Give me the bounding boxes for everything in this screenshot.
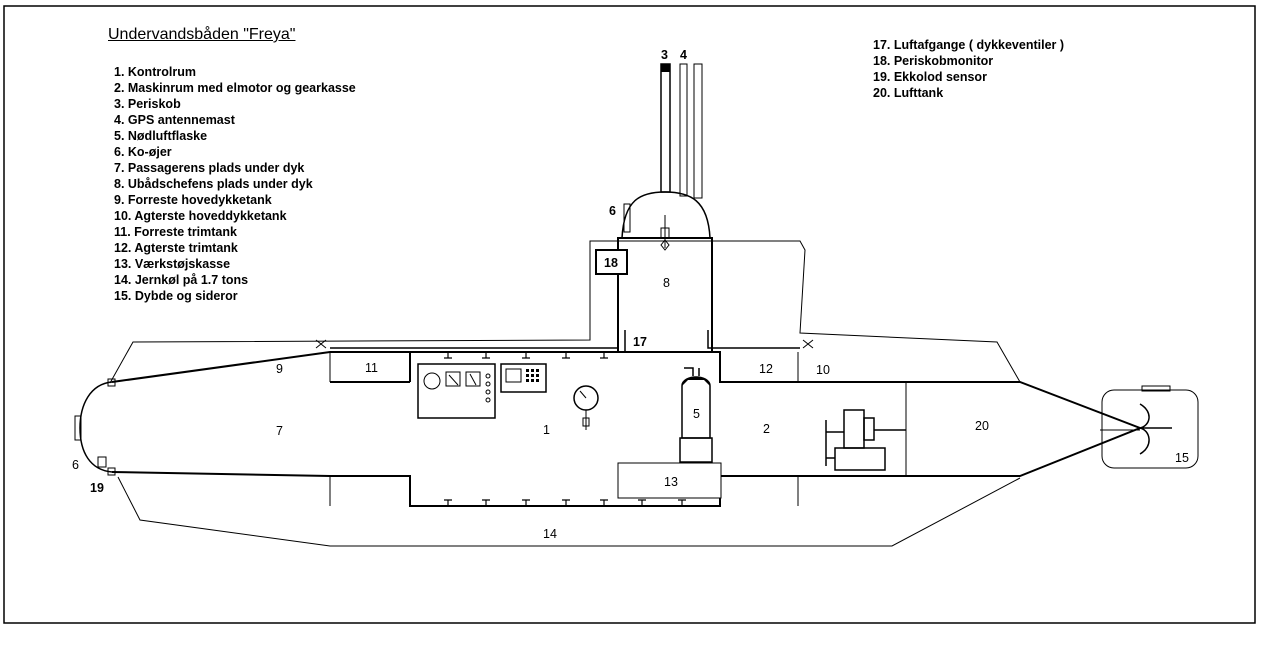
legend-item: 4. GPS antennemast [114, 113, 235, 127]
legend-item: 3. Periskob [114, 97, 181, 111]
label-6-tower: 6 [609, 204, 616, 218]
frame-ticks [444, 352, 686, 506]
label-6-bow: 6 [72, 458, 79, 472]
legend-item: 1. Kontrolrum [114, 65, 196, 79]
bow-fitting-top [107, 378, 116, 387]
keypad [526, 369, 539, 382]
gps-mast [679, 63, 688, 197]
air-outlet-left [330, 330, 626, 352]
hatch-handle [660, 227, 670, 239]
rudder [1101, 389, 1199, 469]
label-9: 9 [276, 362, 283, 376]
air-bottle-valve [684, 367, 700, 376]
legend-item: 18. Periskobmonitor [873, 54, 994, 68]
label-11: 11 [365, 361, 378, 375]
label-2: 2 [763, 422, 770, 436]
sonar-display [500, 363, 547, 393]
toolbox [617, 462, 722, 499]
periscope-monitor [595, 249, 628, 275]
label-20: 20 [975, 419, 989, 433]
label-14: 14 [543, 527, 557, 541]
legend-item: 8. Ubådschefens plads under dyk [114, 177, 313, 191]
legend-item: 9. Forreste hovedykketank [114, 193, 272, 207]
gps-mast-2 [693, 63, 703, 199]
label-5: 5 [693, 407, 700, 421]
meter-1 [445, 371, 461, 387]
air-outlet-right [707, 330, 800, 349]
label-8: 8 [663, 276, 670, 290]
legend-item: 20. Lufttank [873, 86, 944, 100]
legend-item: 15. Dybde og sideror [114, 289, 238, 303]
label-7: 7 [276, 424, 283, 438]
outer-border [3, 5, 1256, 624]
label-3: 3 [661, 48, 668, 62]
label-19: 19 [90, 481, 104, 495]
echo-sensor [97, 456, 107, 468]
legend-item: 12. Agterste trimtank [114, 241, 238, 255]
diagram-title: Undervandsbåden "Freya" [108, 26, 296, 43]
label-13: 13 [664, 475, 678, 489]
legend-item: 2. Maskinrum med elmotor og gearkasse [114, 81, 356, 95]
legend-right: 17. Luftafgange ( dykkeventiler ) 18. Per… [873, 37, 1064, 101]
meter-2 [465, 371, 481, 387]
legend-item: 10. Agterste hoveddykketank [114, 209, 287, 223]
legend-item: 11. Forreste trimtank [114, 225, 237, 239]
label-18: 18 [604, 256, 618, 270]
outer-casing [109, 240, 1021, 384]
label-15: 15 [1175, 451, 1189, 465]
legend-item: 17. Luftafgange ( dykkeventiler ) [873, 38, 1065, 52]
tower-dome [621, 191, 711, 239]
legend-item: 14. Jernkøl på 1.7 tons [114, 273, 249, 287]
legend-item: 5. Nødluftflaske [114, 129, 208, 143]
control-panel [417, 363, 496, 419]
panel-lamps [485, 373, 491, 403]
label-1: 1 [543, 423, 550, 437]
tower-window [623, 203, 631, 233]
label-17: 17 [633, 335, 647, 349]
legend-item: 6. Ko-øjer [114, 145, 172, 159]
motor-gearbox [825, 409, 906, 471]
propeller [1139, 403, 1172, 455]
bow-window [74, 415, 82, 441]
air-bottle-cap [682, 377, 710, 386]
gauge-dial [423, 372, 441, 390]
hatch-valve [660, 239, 670, 251]
legend-item: 7. Passagerens plads under dyk [114, 161, 305, 175]
periscope-head [661, 64, 670, 72]
air-bottle-base [679, 437, 713, 463]
keel-outline [117, 476, 1021, 547]
legend-item: 13. Værkstøjskasse [114, 257, 231, 271]
bow-dome [79, 381, 113, 473]
valve-right [802, 339, 814, 349]
label-12: 12 [759, 362, 773, 376]
label-4: 4 [680, 48, 687, 62]
label-10: 10 [816, 363, 830, 377]
pressure-hull [111, 351, 1143, 507]
bow-fitting-bottom [107, 467, 116, 476]
legend-left: 1. Kontrolrum 2. Maskinrum med elmotor og… [114, 64, 356, 304]
valve-left [315, 339, 327, 349]
legend-item: 19. Ekkolod sensor [873, 70, 987, 84]
periscope [660, 63, 671, 193]
